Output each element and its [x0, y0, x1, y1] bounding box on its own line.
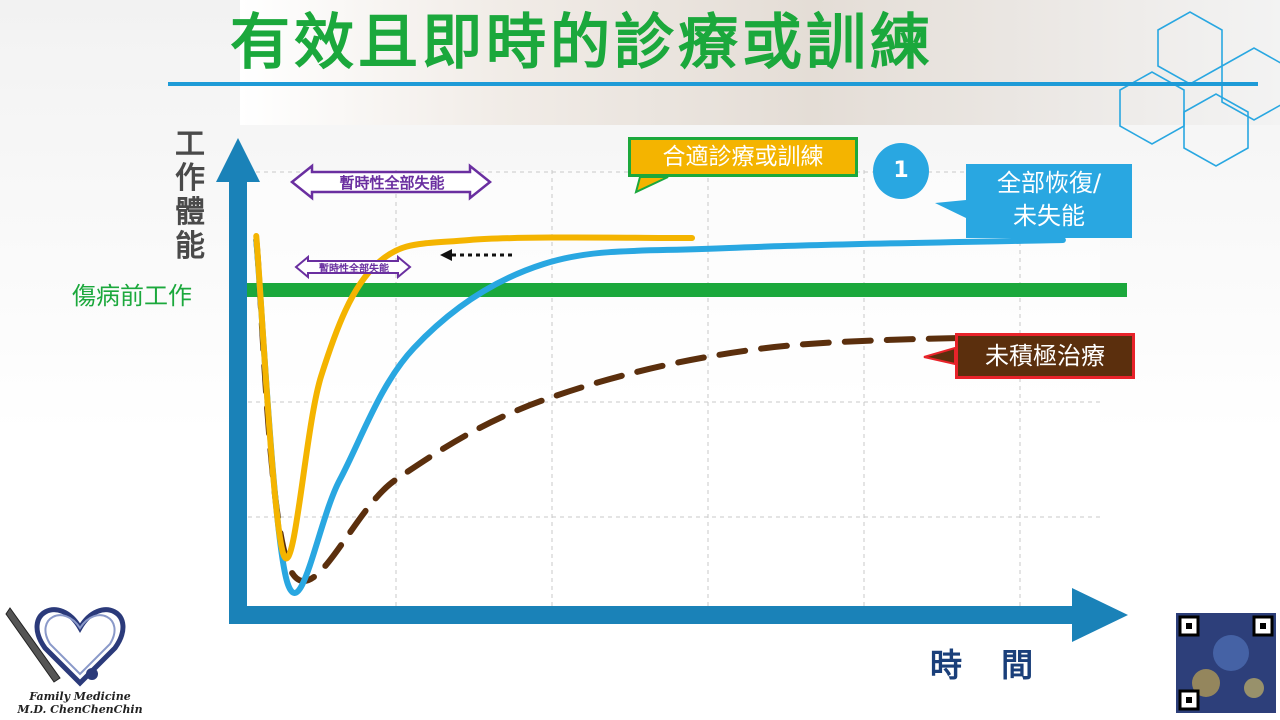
- qr-code-image: [1176, 613, 1276, 713]
- series-line-0: [253, 233, 696, 562]
- legend-callout-orange: 合適診療或訓練: [628, 137, 858, 177]
- fountain-pen-icon: [5, 607, 61, 683]
- logo-caption: Family Medicine M.D. ChenChenChin: [10, 690, 150, 716]
- heart-inner-outline: [44, 614, 116, 676]
- baseline-bar: [247, 283, 1127, 297]
- x-axis-arrowhead: [1072, 588, 1128, 642]
- double-arrow-short: [294, 254, 412, 280]
- temp-disability-label-long: 暫時性全部失能: [339, 174, 445, 192]
- legend-callout-brown: 未積極治療: [955, 333, 1135, 379]
- baseline-label: 傷病前工作: [72, 282, 192, 310]
- blue-callout-pointer: [935, 200, 966, 218]
- step-badge: 1: [873, 143, 929, 199]
- x-axis: [229, 606, 1075, 624]
- y-axis-arrowhead: [216, 138, 260, 182]
- title-underline: [168, 82, 1258, 86]
- legend-callout-blue: 全部恢復/未失能: [966, 164, 1132, 238]
- x-axis-label: 時 間: [930, 646, 1048, 684]
- family-medicine-logo: [5, 607, 126, 687]
- heart-stethoscope-icon: [34, 607, 126, 687]
- double-arrow-long: [289, 163, 493, 201]
- blue-callout-line-1: 全部恢復/: [996, 169, 1102, 197]
- y-axis-label: 工作體能: [175, 127, 205, 264]
- series-lines: [253, 233, 1066, 596]
- logo-line-1: Family Medicine: [29, 690, 131, 703]
- doctor-photo-banner: [240, 0, 1280, 125]
- dotted-arrowhead: [440, 249, 452, 261]
- orange-callout-pointer: [634, 176, 669, 194]
- logo-line-2: M.D. ChenChenChin: [17, 703, 143, 716]
- y-axis: [229, 178, 247, 624]
- legend-callout-blue-text: 全部恢復/未失能: [966, 167, 1132, 233]
- slide-title: 有效且即時的診療或訓練: [230, 8, 934, 78]
- blue-callout-line-2: 未失能: [1013, 202, 1085, 230]
- stethoscope-chestpiece: [86, 668, 98, 680]
- temp-disability-label-short: 暫時性全部失能: [319, 264, 389, 275]
